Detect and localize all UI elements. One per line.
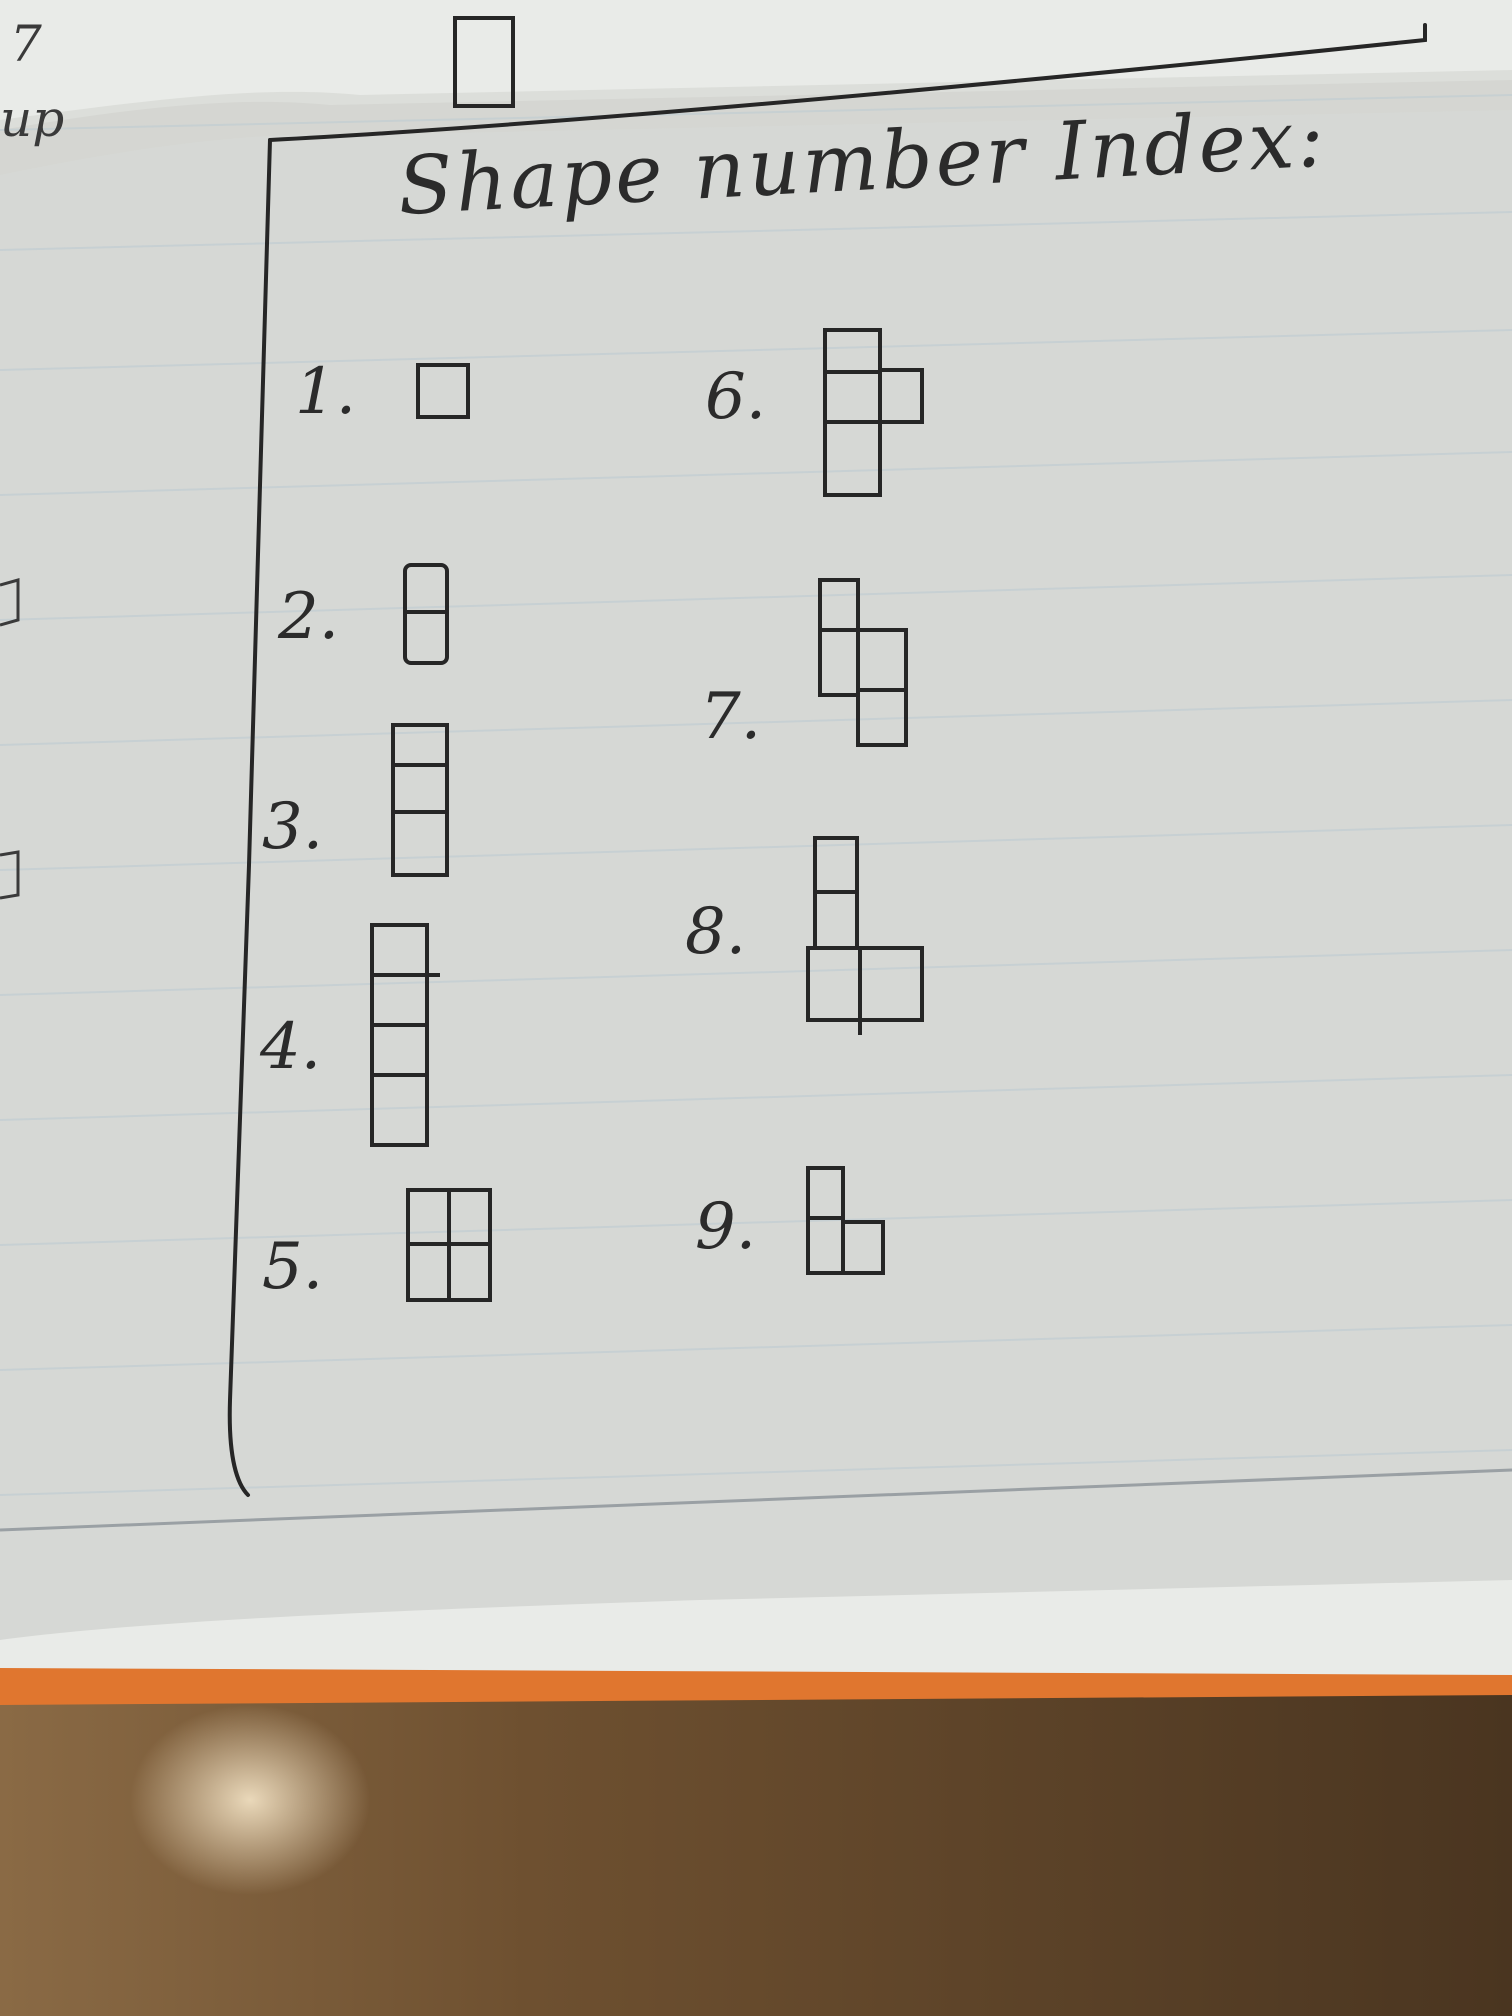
- shape-2: [403, 563, 449, 665]
- entry-number-3: 3.: [262, 790, 324, 864]
- entry-number-4: 4.: [260, 1010, 322, 1084]
- entry-number-7: 7.: [700, 680, 762, 754]
- margin-mark-up: up: [0, 90, 65, 148]
- shape-6: [823, 328, 924, 497]
- shape-4: [370, 923, 440, 1147]
- paper-shadow-soft: [0, 70, 1512, 175]
- entry-number-8: 8.: [685, 895, 747, 969]
- page-bottom-edge: [0, 1468, 1512, 1532]
- paper-shadow: [0, 80, 1512, 1640]
- desk-glare: [130, 1705, 370, 1895]
- margin-mark-7: 7: [10, 15, 42, 73]
- entry-number-5: 5.: [262, 1230, 324, 1304]
- shape-3: [391, 723, 449, 877]
- shape-1: [416, 363, 470, 419]
- shape-7: [818, 578, 908, 747]
- top-box-shape: [453, 16, 515, 108]
- index-box-border: [227, 23, 1427, 1497]
- entry-number-6: 6.: [705, 360, 767, 434]
- left-margin-marks: [0, 578, 20, 900]
- shape-5: [406, 1188, 492, 1302]
- entry-number-2: 2.: [278, 580, 340, 654]
- entry-number-1: 1.: [295, 355, 357, 429]
- entry-number-9: 9.: [695, 1190, 757, 1264]
- shape-9: [806, 1166, 885, 1275]
- shape-8: [806, 836, 924, 1035]
